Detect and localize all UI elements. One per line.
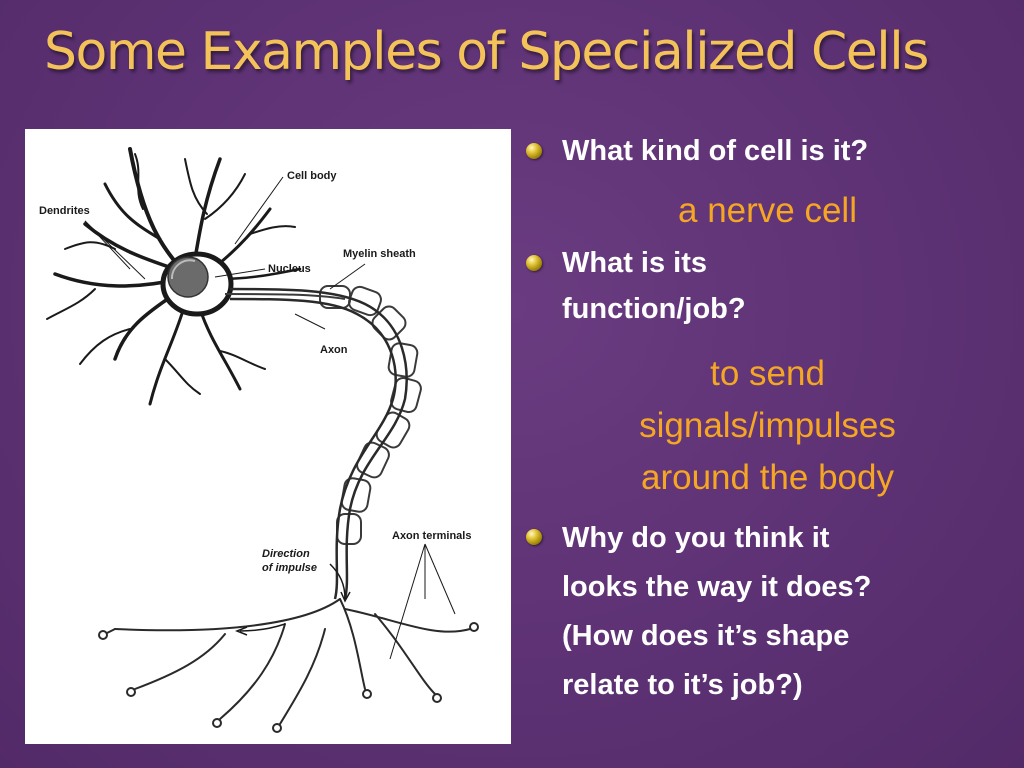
label-of-impulse: of impulse <box>262 562 317 574</box>
axon-terminals <box>98 598 479 733</box>
question-cell-type-text: What kind of cell is it? <box>562 135 869 167</box>
question-shape-line3: (How does it’s shape <box>562 620 850 652</box>
slide-title: Some Examples of Specialized Cells <box>44 22 929 82</box>
neuron-diagram: Cell body Dendrites Nucleus Myelin sheat… <box>25 129 511 744</box>
bullet-orb-icon <box>526 529 542 545</box>
label-myelin-sheath: Myelin sheath <box>343 248 416 260</box>
answer-cell-type: a nerve cell <box>520 186 1015 236</box>
label-direction: Direction <box>262 548 310 560</box>
axon <box>229 287 408 600</box>
answer-function-line2: signals/impulses <box>639 406 896 445</box>
leader-lines <box>84 176 456 660</box>
label-axon-terminals: Axon terminals <box>392 530 471 542</box>
question-function: What is its function/job? <box>520 240 1015 332</box>
answer-function-line3: around the body <box>641 458 894 497</box>
question-shape: Why do you think it looks the way it doe… <box>520 514 1015 710</box>
label-cell-body: Cell body <box>287 170 337 182</box>
direction-arrows <box>234 563 351 636</box>
question-cell-type: What kind of cell is it? <box>520 128 1015 174</box>
label-nucleus: Nucleus <box>268 263 311 275</box>
question-shape-line4: relate to it’s job?) <box>562 669 803 701</box>
myelin-sheath <box>224 285 422 545</box>
nucleus <box>167 256 209 298</box>
bullet-orb-icon <box>526 255 542 271</box>
answer-function: to send signals/impulses around the body <box>520 344 1015 508</box>
question-function-line1: What is its <box>562 247 708 279</box>
label-axon: Axon <box>320 344 348 356</box>
question-shape-line1: Why do you think it <box>562 522 830 554</box>
answer-cell-type-text: a nerve cell <box>678 191 857 230</box>
label-dendrites: Dendrites <box>39 205 90 217</box>
neuron-illustration: Cell body Dendrites Nucleus Myelin sheat… <box>39 147 479 733</box>
question-function-line2: function/job? <box>562 293 746 325</box>
content-area: What kind of cell is it? a nerve cell Wh… <box>520 128 1015 710</box>
answer-function-line1: to send <box>710 354 825 393</box>
question-shape-line2: looks the way it does? <box>562 571 872 603</box>
bullet-orb-icon <box>526 143 542 159</box>
